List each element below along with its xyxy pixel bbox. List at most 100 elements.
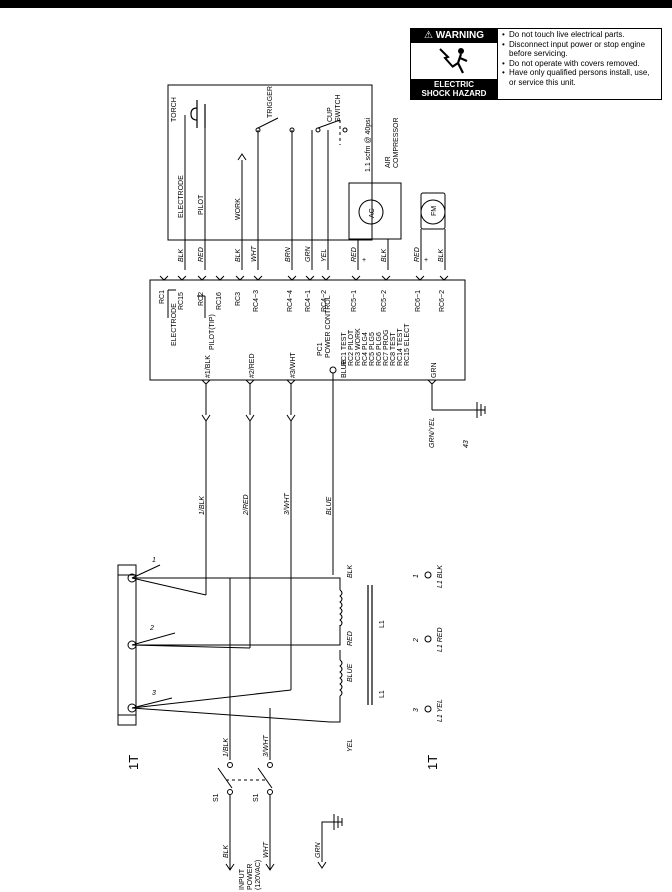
conn-rc6-2: RC6−2 [439,290,446,312]
pc1-subtitle: POWER CONTROL [325,295,332,358]
warning-item: Disconnect input power or stop engine be… [502,40,657,59]
pc1-line: RC6 PLG6 [376,332,383,366]
wire-red-2: RED [351,247,358,262]
cup-label: CUP [327,107,334,122]
switch-s1b-icon [257,767,273,789]
warning-label: ⚠ WARNING ELECTRIC SHOCK HAZARD Do not t… [410,28,662,100]
terminal-strip [117,564,373,760]
trigger-switch-icon [257,117,279,129]
conn-rc16: RC16 [216,292,223,310]
leg-3-label: L1 YEL [437,699,444,722]
pc1-line: RC3 WORK [355,328,362,366]
conn-rc4-1: RC4−1 [305,290,312,312]
fm-label: FM [431,206,438,216]
conn-rc2: RC2 [198,292,205,306]
pc1-grn-yel: GRN/YEL [429,417,436,448]
warning-header: ⚠ WARNING [411,29,497,43]
onet-left: 1T [126,755,141,770]
wire-blk-1: BLK [178,248,185,262]
warning-item: Do not operate with covers removed. [502,59,657,69]
leg-1-label: L1 BLK [437,565,444,588]
pc1-line: RC8 TEST [390,332,397,366]
work-label: WORK [235,198,242,220]
torch-tip-icon [190,100,206,128]
wire-blk-3: BLK [381,248,388,262]
s1a-label: S1 [213,793,220,802]
leg-1: 1 L1 BLK [413,565,444,588]
warning-item: Have only qualified persons install, use… [502,68,657,87]
wire-blk-4: BLK [438,248,445,262]
input-blk-top: 1/BLK [223,738,230,757]
warning-list: Do not touch live electrical parts. Disc… [498,29,661,99]
warning-triangle-icon: ⚠ [423,30,433,41]
input-wht: WHT [263,841,270,858]
pc1-line: RC2 PILOT [348,329,355,366]
wire-brn: BRN [285,246,292,262]
leg-3-num: 3 [413,708,420,712]
conn-rc5-1: RC5−1 [351,290,358,312]
conn-rc3: RC3 [235,292,242,306]
conn-rc4-3: RC4−3 [253,290,260,312]
pilot-label: PILOT [198,194,205,215]
conn-rc1: RC1 [159,290,166,304]
ac-motor-icon [358,199,384,225]
term-1: 1 [152,557,156,564]
input-line-3: (120VAC) [255,860,262,890]
plus-2: + [424,257,428,264]
mid-2-red: 2/RED [243,494,250,516]
switch-s1a-icon [217,767,233,789]
pc1-line: RC5 PLG5 [369,332,376,366]
wire-wht: WHT [251,245,258,262]
input-line-2: POWER [247,864,254,890]
leg-2-num: 2 [413,638,420,643]
leg-3: 3 L1 YEL [413,699,444,722]
pc1-box [149,279,466,381]
electrode-label: ELECTRODE [178,175,185,218]
top-rule [0,0,672,8]
air-label: AIR [385,156,392,168]
wire-grn: GRN [305,246,312,263]
tx-blue: BLUE [347,663,354,682]
conn-rc6-1: RC6−1 [415,290,422,312]
pc1-grn: GRN [431,362,438,378]
electric-shock-icon [411,43,497,79]
pc1-line: RC7 PROG [383,329,390,366]
leg-1-num: 1 [413,574,420,578]
input-power [217,762,343,871]
tx-red: RED [347,631,354,646]
conn-rc5-2: RC5−2 [381,290,388,312]
conn-electrode: ELECTRODE [171,303,178,346]
input-line-1: INPUT [239,868,246,890]
torch-leads [184,115,446,270]
input-blk: BLK [223,844,230,858]
work-clamp-icon [237,153,247,161]
mid-1-blk: 1/BLK [199,496,206,515]
pc1-line: RC14 TEST [397,328,404,366]
mid-3-wht: 3/WHT [284,493,291,516]
cup-switch-icon [317,119,341,129]
pc1-ground-num: 43 [463,440,470,448]
torch-assembly [167,84,446,241]
pc1-title: PC1 [317,342,324,356]
input-wht-top: 3/WHT [263,735,270,758]
term-3: 3 [152,690,156,697]
hazard-label: ELECTRIC SHOCK HAZARD [411,79,497,99]
warning-item: Do not touch live electrical parts. [502,30,657,40]
flow-label: 1.1 scfm @ 40psi [365,117,372,172]
leg-2-label: L1 RED [437,627,444,652]
warning-title: WARNING [435,30,485,41]
plus-1: + [362,257,366,264]
pc1-line: RC15 ELECT [404,323,411,366]
switch-label: SWITCH [335,94,342,122]
torch-label: TORCH [171,97,178,122]
tx-blk: BLK [347,564,354,578]
hazard-line-1: ELECTRIC [434,80,474,89]
pc1-blk-in: #1/BLK [205,355,212,378]
hazard-line-2: SHOCK HAZARD [421,89,487,98]
mid-harness [201,373,334,690]
warning-left-panel: ⚠ WARNING ELECTRIC SHOCK HAZARD [411,29,498,99]
ac-label: AC [369,208,376,218]
mid-blue: BLUE [326,496,333,515]
tx-yel: YEL [347,739,354,752]
